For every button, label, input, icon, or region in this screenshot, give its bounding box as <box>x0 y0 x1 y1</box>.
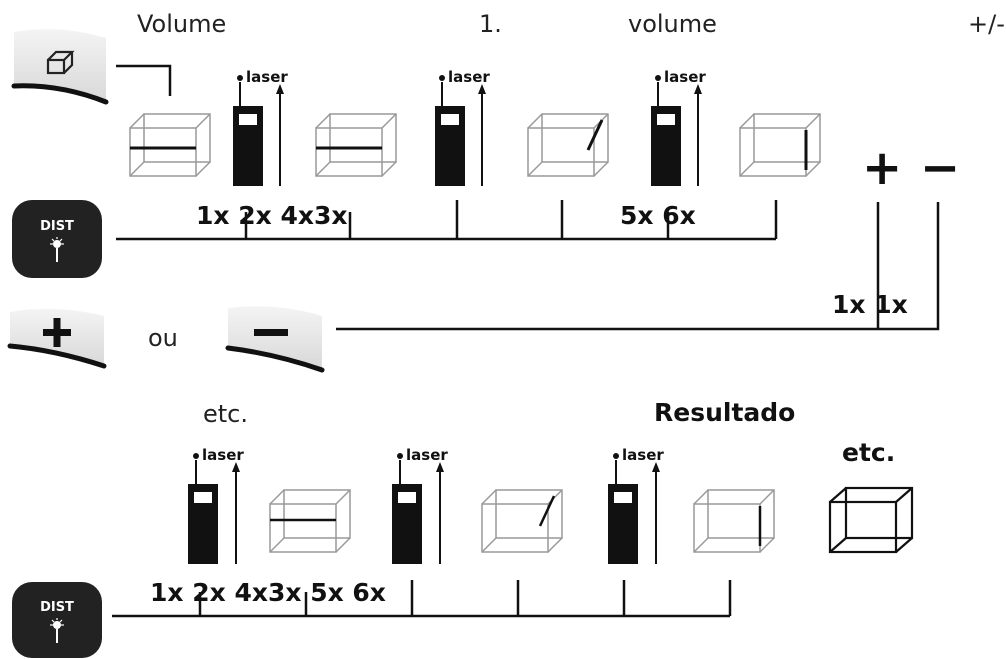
minus-sign: − <box>920 140 961 196</box>
dist-key-top: DIST <box>12 200 102 278</box>
laser-label: laser <box>448 68 490 86</box>
volume-title: Volume <box>137 10 227 38</box>
box-width-icon <box>527 113 609 177</box>
connector-lines <box>112 64 940 618</box>
plus-minus-label: +/- <box>968 10 1005 38</box>
laser-label: laser <box>202 446 244 464</box>
volume-function-key <box>11 29 109 105</box>
plus-sign: + <box>862 140 903 196</box>
laser-meter-icon <box>188 453 240 564</box>
box-length-icon <box>315 113 397 177</box>
laser-beam-icon <box>50 618 64 643</box>
minus-icon <box>254 329 288 336</box>
box-length-icon <box>129 113 211 177</box>
laser-label: laser <box>246 68 288 86</box>
press-counts-top-b: 5x 6x <box>620 201 696 230</box>
plus-key <box>7 308 107 369</box>
dist-key-bottom: DIST <box>12 582 102 658</box>
minus-key <box>225 306 325 373</box>
laser-meter-icon <box>392 453 444 564</box>
box-length-icon <box>269 489 351 553</box>
plus-icon <box>43 318 71 347</box>
step-number: 1. <box>479 10 502 38</box>
etc-left-label: etc. <box>203 400 248 428</box>
press-counts-top-a: 1x 2x 4x3x <box>196 201 348 230</box>
box-height-icon <box>693 489 775 553</box>
result-label: Resultado <box>654 398 796 427</box>
dist-key-label: DIST <box>40 600 74 615</box>
etc-right-label: etc. <box>842 438 896 467</box>
or-connector: ou <box>148 324 178 352</box>
box-width-icon <box>481 489 563 553</box>
laser-beam-icon <box>50 237 64 262</box>
laser-label: laser <box>622 446 664 464</box>
volume-icon <box>46 50 75 75</box>
dist-key-label: DIST <box>40 219 74 234</box>
laser-meter-icon <box>435 75 486 186</box>
press-counts-bottom: 1x 2x 4x3x 5x 6x <box>150 578 386 607</box>
box-height-icon <box>739 113 821 177</box>
volume-subtitle: volume <box>628 10 717 38</box>
laser-meter-icon <box>233 75 284 186</box>
adjust-counts: 1x 1x <box>832 290 908 319</box>
laser-meter-icon <box>651 75 702 186</box>
laser-meter-icon <box>608 453 660 564</box>
laser-label: laser <box>406 446 448 464</box>
result-box-icon <box>828 486 914 554</box>
laser-label: laser <box>664 68 706 86</box>
